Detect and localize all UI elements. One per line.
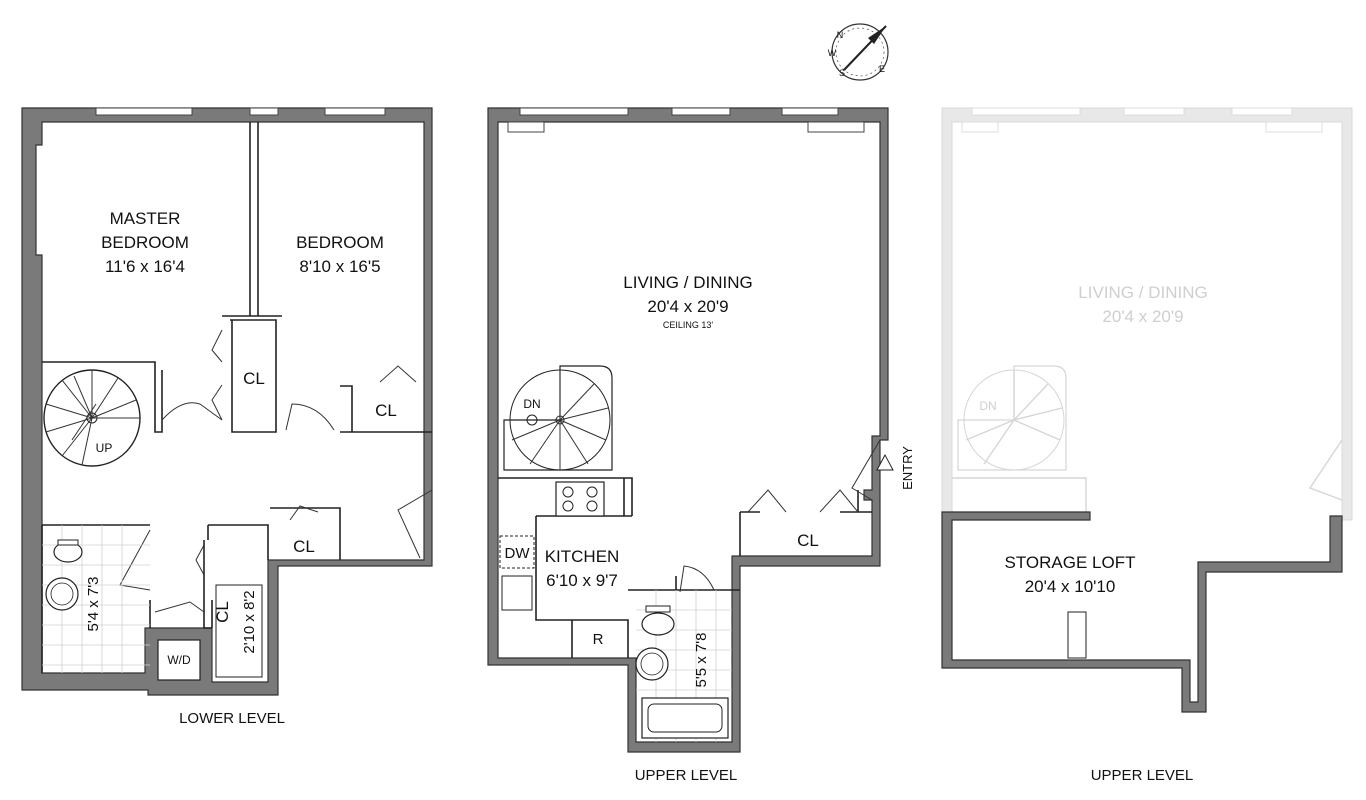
stove-icon <box>555 481 605 517</box>
upper-sink-icon <box>635 647 669 681</box>
upper-door-bath <box>679 565 715 593</box>
lower-exterior-wall <box>21 107 433 696</box>
master-bedroom-label-2: BEDROOM <box>101 233 189 252</box>
storage-loft-wall <box>941 511 1343 713</box>
loft-level-plan: DN LIVING / DINING 20'4 x 20'9 STORAGE L… <box>941 107 1353 784</box>
loft-radiator-2 <box>1265 121 1323 133</box>
kitchen-sink-icon <box>501 575 533 611</box>
ceiling-height: CEILING 13' <box>663 320 714 330</box>
upper-door-entry <box>851 439 881 501</box>
upper-level-plan: ENTRY DN DW R <box>487 107 915 784</box>
bedroom-label: BEDROOM <box>296 233 384 252</box>
loft-radiator-1 <box>961 121 999 133</box>
kitchen-label: KITCHEN <box>545 547 620 566</box>
loft-window-1 <box>971 107 1081 116</box>
lower-door-entry <box>397 489 433 559</box>
spiral-stair-down-icon <box>503 365 613 471</box>
lower-door-closet <box>211 329 223 421</box>
toilet-icon <box>53 539 83 563</box>
upper-door-closet-1 <box>747 489 787 513</box>
upper-window-3 <box>781 107 839 116</box>
dishwasher-box <box>499 535 535 569</box>
closet-b-label: CL <box>375 401 397 420</box>
bedroom-size: 8'10 x 16'5 <box>299 257 380 276</box>
upper-level-caption: UPPER LEVEL <box>635 767 738 784</box>
upper-bath-size: 5'5 x 7'8 <box>693 633 710 688</box>
loft-ladder-box <box>1067 611 1087 659</box>
lower-door-laundry <box>154 601 205 613</box>
compass-letter-e: E <box>879 64 885 74</box>
upper-closet-label: CL <box>797 531 819 550</box>
dishwasher-label: DW <box>505 545 531 562</box>
upper-radiator-1 <box>507 121 545 133</box>
stair-down-label: DN <box>523 397 540 411</box>
closet-d-size: 2'10 x 8'2 <box>241 590 258 653</box>
lower-door-closet-d <box>195 544 205 576</box>
fridge-label: R <box>593 631 604 648</box>
loft-stair-label: DN <box>979 399 996 413</box>
closet-c-label: CL <box>293 537 315 556</box>
lower-window-2 <box>249 107 279 116</box>
loft-living-size: 20'4 x 20'9 <box>1102 307 1183 326</box>
storage-loft-size: 20'4 x 10'10 <box>1025 577 1116 596</box>
closet-d-outline <box>215 584 263 678</box>
kitchen-size: 6'10 x 9'7 <box>546 571 618 590</box>
upper-exterior-wall <box>487 107 889 753</box>
stair-up-label: UP <box>96 441 113 455</box>
upper-window-2 <box>671 107 731 116</box>
spiral-stair-icon <box>43 369 141 467</box>
washer-dryer-box <box>157 639 201 681</box>
upper-toilet-icon <box>641 605 675 636</box>
compass-icon: N E S W <box>828 23 889 81</box>
storage-loft-label: STORAGE LOFT <box>1005 553 1136 572</box>
closet-d-label: CL <box>213 601 232 623</box>
compass-letter-s: S <box>839 68 845 78</box>
loft-faint-walls <box>952 439 1343 516</box>
laundry-label: W/D <box>167 653 191 667</box>
lower-door-bedroom-closet <box>379 365 417 383</box>
compass-letter-n: N <box>837 30 844 40</box>
living-dining-size: 20'4 x 20'9 <box>647 297 728 316</box>
loft-faint-stair <box>957 365 1067 471</box>
compass-letter-w: W <box>828 48 837 58</box>
lower-level-caption: LOWER LEVEL <box>179 710 285 727</box>
loft-level-caption: UPPER LEVEL <box>1091 767 1194 784</box>
upper-interior-walls <box>498 477 872 658</box>
loft-window-2 <box>1123 107 1185 116</box>
bathtub-icon <box>641 697 729 739</box>
master-bedroom-size: 11'6 x 16'4 <box>105 257 185 276</box>
master-bedroom-label-1: MASTER <box>110 209 181 228</box>
lower-door-master <box>161 402 223 421</box>
loft-window-3 <box>1231 107 1293 116</box>
lower-interior-walls <box>41 122 432 673</box>
lower-door-bedroom <box>285 403 335 431</box>
lower-window-3 <box>324 107 386 116</box>
entry-label: ENTRY <box>900 446 915 490</box>
lower-level-plan: MASTER BEDROOM 11'6 x 16'4 BEDROOM 8'10 … <box>21 107 433 727</box>
upper-door-closet-2 <box>819 489 859 513</box>
lower-door-closet-c <box>289 505 319 521</box>
upper-radiator-2 <box>807 121 865 133</box>
lower-window-1 <box>95 107 193 116</box>
closet-a-label: CL <box>243 369 265 388</box>
lower-door-bath <box>119 529 151 591</box>
entry-arrow-icon <box>876 453 894 471</box>
living-dining-label: LIVING / DINING <box>623 273 752 292</box>
sink-icon <box>45 577 79 611</box>
loft-living-label: LIVING / DINING <box>1078 283 1207 302</box>
upper-window-1 <box>519 107 629 116</box>
lower-bath-size: 5'4 x 7'3 <box>85 577 102 632</box>
